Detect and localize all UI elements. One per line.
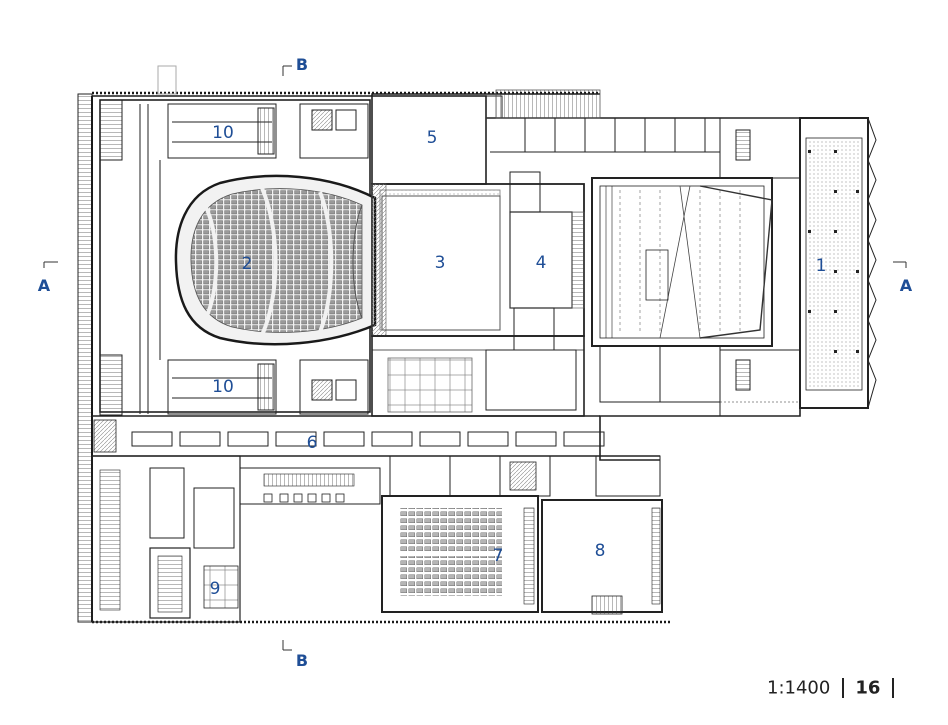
auditorium-seating — [174, 174, 377, 346]
room-number-10-top: 10 — [212, 123, 234, 143]
section-label-b-bottom: B — [296, 651, 308, 670]
room-number-10-bottom: 10 — [212, 377, 234, 397]
section-label-b-top: B — [296, 55, 308, 74]
section-label-a-right: A — [900, 276, 913, 295]
section-label-a-left: A — [38, 276, 51, 295]
bottom-block — [91, 455, 663, 623]
room-number-1: 1 — [816, 256, 827, 276]
room-number-7: 7 — [493, 546, 504, 566]
room-number-6: 6 — [307, 433, 318, 453]
room-number-9: 9 — [210, 579, 221, 599]
room-number-2: 2 — [242, 254, 253, 274]
section-markers — [43, 65, 907, 651]
right-block — [487, 89, 877, 461]
corridor — [92, 415, 660, 457]
scale-label: 1:1400 — [767, 677, 831, 699]
room-number-3: 3 — [435, 253, 446, 273]
room-numbers: 1 2 3 4 5 6 7 8 9 10 10 — [210, 123, 827, 599]
room-number-8: 8 — [595, 541, 606, 561]
room-number-5: 5 — [427, 128, 438, 148]
main-auditorium-block — [99, 99, 371, 416]
footer-divider-end — [892, 678, 894, 698]
footer: 1:1400 16 — [767, 677, 937, 701]
page-number: 16 — [855, 677, 881, 699]
stage-block — [371, 95, 585, 417]
outer-walls — [77, 65, 670, 624]
room-number-4: 4 — [536, 253, 547, 273]
footer-divider — [842, 678, 844, 698]
